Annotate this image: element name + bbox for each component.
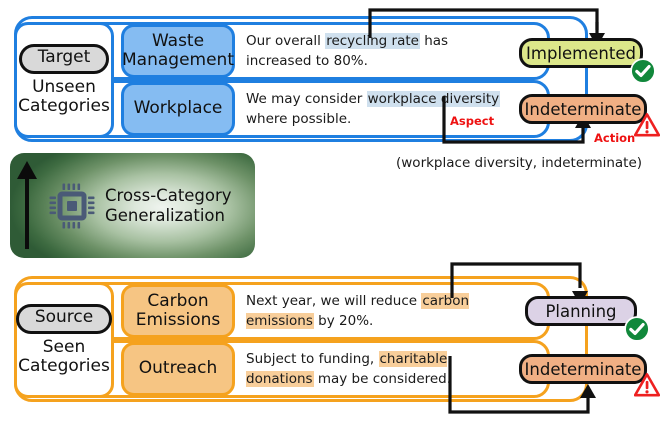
category-line1: Carbon (147, 290, 209, 311)
sentence-source-2: Subject to funding, charitable donations… (246, 350, 514, 390)
cpu-chip-icon (49, 183, 95, 228)
sentence-pre: We may consider (246, 91, 367, 107)
target-side-block: Target Unseen Categories (14, 22, 114, 138)
sentence-source-1: Next year, we will reduce carbon emissio… (246, 292, 518, 332)
status-badge-implemented[interactable]: Implemented (519, 38, 643, 68)
source-subtitle-line2: Categories (18, 355, 110, 376)
output-tuple-caption: (workplace diversity, indeterminate) (396, 155, 643, 171)
status-label: Indeterminate (524, 359, 642, 379)
sentence-target-2: We may consider workplace diversity wher… (246, 90, 508, 130)
status-badge-indeterminate-top[interactable]: Indeterminate (519, 94, 647, 124)
sentence-pre: Subject to funding, (246, 351, 379, 367)
status-badge-planning[interactable]: Planning (525, 296, 637, 326)
source-subtitle-line1: Seen (42, 336, 86, 357)
sentence-target-1: Our overall recycling rate has increased… (246, 32, 506, 72)
category-line1: Workplace (133, 98, 223, 119)
arrow-action-to-indeterminate-bottom (448, 356, 590, 414)
target-pill: Target (18, 44, 110, 74)
sentence-post: has increased to 80%. (246, 33, 449, 69)
target-subtitle-line1: Unseen (32, 76, 96, 97)
category-chip-outreach[interactable]: Outreach (121, 342, 235, 396)
warning-icon (633, 112, 661, 138)
arrow-action-to-indeterminate (442, 96, 585, 144)
sentence-pre: Our overall (246, 33, 326, 49)
check-icon (624, 316, 650, 342)
category-line1: Waste (151, 30, 205, 51)
category-chip-workplace[interactable]: Workplace (121, 82, 235, 136)
status-label: Planning (545, 301, 617, 321)
sentence-post: where possible. (246, 110, 352, 127)
category-line2: Emissions (135, 310, 221, 330)
source-pill: Source (15, 304, 113, 334)
action-edge-label: Action (594, 131, 636, 145)
check-icon (630, 58, 656, 84)
target-subtitle-line2: Categories (18, 95, 110, 116)
sentence-post: may be considered. (313, 370, 452, 387)
source-side-block: Source Seen Categories (14, 282, 114, 398)
source-subtitle: Seen Categories (18, 336, 110, 376)
category-chip-waste-management[interactable]: Waste Management (121, 24, 235, 78)
aspect-edge-label: Aspect (450, 114, 495, 128)
status-label: Indeterminate (524, 99, 642, 119)
arrow-aspect-to-planning (450, 262, 582, 298)
arrowhead-indeterminate-bottom (580, 384, 596, 398)
category-line1: Outreach (138, 358, 218, 379)
arrow-aspect-to-implemented (368, 8, 599, 38)
status-badge-indeterminate-bottom[interactable]: Indeterminate (519, 354, 647, 384)
aspect-highlight: workplace diversity (366, 91, 501, 107)
warning-icon (633, 372, 661, 398)
category-line2: Management (122, 50, 234, 70)
target-subtitle: Unseen Categories (18, 76, 110, 116)
aspect-highlight: recycling rate (325, 33, 420, 49)
upward-arrow-icon (17, 161, 37, 249)
category-chip-carbon-emissions[interactable]: Carbon Emissions (121, 284, 235, 338)
sentence-pre: Next year, we will reduce (246, 293, 422, 309)
sentence-post: by 20%. (313, 312, 374, 329)
status-label: Implemented (526, 43, 636, 63)
